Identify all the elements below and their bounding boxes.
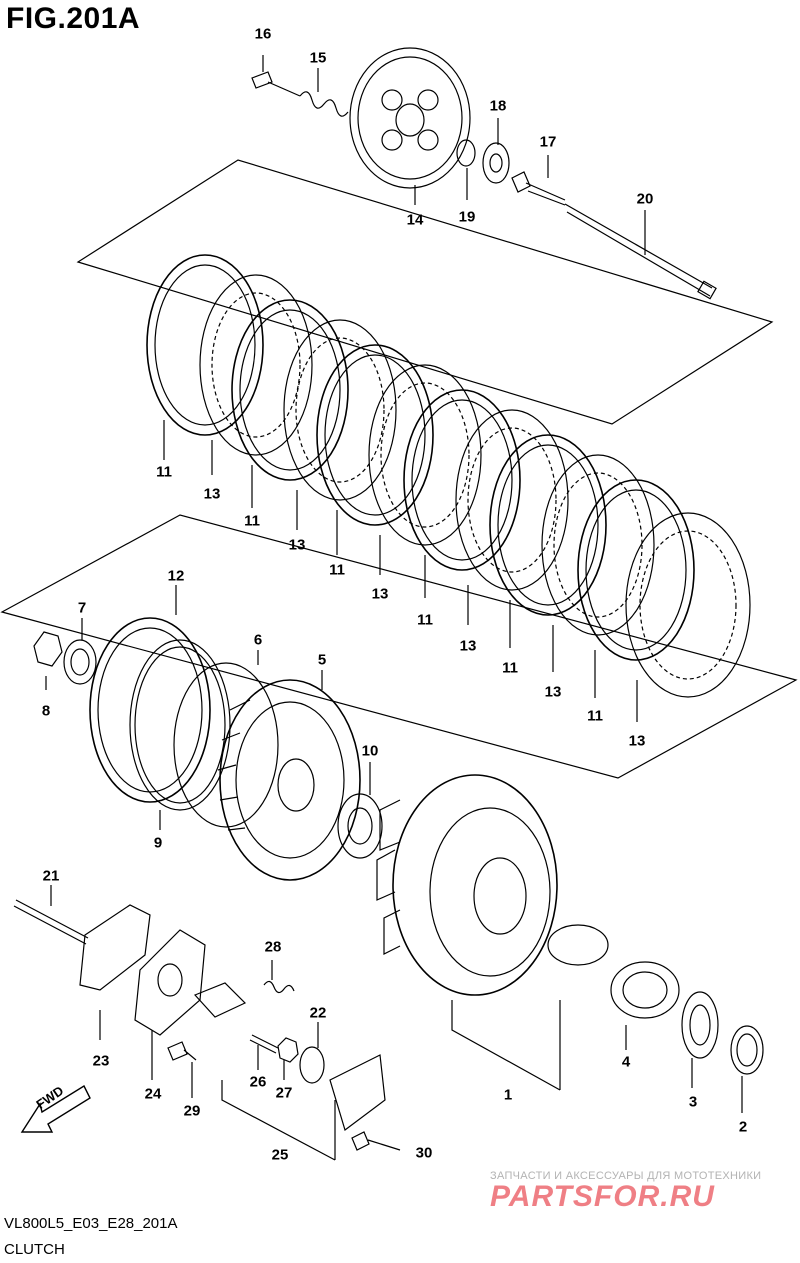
callout-13[interactable]: 13 xyxy=(371,585,389,603)
callout-13[interactable]: 13 xyxy=(459,637,477,655)
callout-12[interactable]: 12 xyxy=(167,567,185,585)
screw-26-drawing xyxy=(249,1034,279,1054)
callout-18[interactable]: 18 xyxy=(489,97,507,115)
callout-14[interactable]: 14 xyxy=(406,211,424,229)
ring-2-drawing xyxy=(730,1025,764,1075)
figure-title: FIG.201A xyxy=(6,2,141,35)
spring-washer-9-drawing xyxy=(129,639,231,811)
spacer-drawing xyxy=(547,924,609,966)
bolt-16-drawing xyxy=(251,71,301,97)
callout-2[interactable]: 2 xyxy=(738,1118,748,1136)
callout-13[interactable]: 13 xyxy=(288,536,306,554)
callout-22[interactable]: 22 xyxy=(309,1004,327,1022)
spring-28-drawing xyxy=(263,980,295,994)
callout-1[interactable]: 1 xyxy=(503,1086,513,1104)
pressure-plate-drawing xyxy=(349,47,471,189)
clutch-housing-1-drawing xyxy=(376,774,558,996)
release-cam-drawing xyxy=(193,982,247,1018)
watermark-logo: PARTSFOR.RU xyxy=(490,1180,715,1213)
bearing-22-drawing xyxy=(299,1046,325,1084)
callout-23[interactable]: 23 xyxy=(92,1052,110,1070)
washer-3-drawing xyxy=(681,991,719,1059)
bolt-29-drawing xyxy=(167,1041,197,1061)
callout-19[interactable]: 19 xyxy=(458,208,476,226)
callout-8[interactable]: 8 xyxy=(41,702,51,720)
callout-10[interactable]: 10 xyxy=(361,742,379,760)
callout-11[interactable]: 11 xyxy=(329,561,345,579)
pin-21-drawing xyxy=(13,899,89,945)
push-rod-20-drawing xyxy=(564,203,713,297)
callout-4[interactable]: 4 xyxy=(621,1053,631,1071)
housing-leader-1 xyxy=(451,1000,561,1091)
gasket-24-drawing xyxy=(134,929,206,1036)
callout-11[interactable]: 11 xyxy=(417,611,433,629)
plate-23-drawing xyxy=(79,904,151,991)
callout-11[interactable]: 11 xyxy=(156,463,172,481)
bearing-18-drawing xyxy=(482,142,510,184)
callout-13[interactable]: 13 xyxy=(544,683,562,701)
callout-11[interactable]: 11 xyxy=(502,659,518,677)
plate-group-frame-lower xyxy=(0,514,798,779)
callout-25[interactable]: 25 xyxy=(271,1146,289,1164)
callout-3[interactable]: 3 xyxy=(688,1093,698,1111)
plate-group-frame-upper xyxy=(76,159,774,425)
callout-15[interactable]: 15 xyxy=(309,49,327,67)
model-code: VL800L5_E03_E28_201A xyxy=(4,1215,178,1232)
callout-29[interactable]: 29 xyxy=(183,1102,201,1120)
callout-27[interactable]: 27 xyxy=(275,1084,293,1102)
washer-19-drawing xyxy=(456,139,476,167)
callout-26[interactable]: 26 xyxy=(249,1073,267,1091)
drive-plate-12-drawing xyxy=(89,617,211,803)
callout-17[interactable]: 17 xyxy=(539,133,557,151)
bracket-25-leader xyxy=(221,1080,336,1161)
bolt-30-drawing xyxy=(351,1131,401,1151)
section-name: CLUTCH xyxy=(4,1241,65,1258)
callout-28[interactable]: 28 xyxy=(264,938,282,956)
callout-21[interactable]: 21 xyxy=(42,867,60,885)
release-arm-drawing xyxy=(329,1054,386,1131)
callout-13[interactable]: 13 xyxy=(203,485,221,503)
sleeve-hub-5-drawing xyxy=(217,679,361,881)
callout-13[interactable]: 13 xyxy=(628,732,646,750)
needle-bearing-4-drawing xyxy=(610,961,680,1019)
spring-15-drawing xyxy=(299,91,349,117)
callout-6[interactable]: 6 xyxy=(253,631,263,649)
fwd-arrow-icon xyxy=(20,1085,91,1133)
callout-5[interactable]: 5 xyxy=(317,651,327,669)
nut-8-drawing xyxy=(33,631,63,667)
callout-24[interactable]: 24 xyxy=(144,1085,162,1103)
nut-27-drawing xyxy=(277,1037,299,1063)
callout-30[interactable]: 30 xyxy=(415,1144,433,1162)
push-piece-17-drawing xyxy=(511,171,566,206)
plate-stack-upper xyxy=(146,254,751,698)
washer-7-drawing xyxy=(63,639,97,685)
seat-6-drawing xyxy=(173,662,279,828)
callout-11[interactable]: 11 xyxy=(587,707,603,725)
callout-9[interactable]: 9 xyxy=(153,834,163,852)
callout-11[interactable]: 11 xyxy=(244,512,260,530)
callout-20[interactable]: 20 xyxy=(636,190,654,208)
callout-16[interactable]: 16 xyxy=(254,25,272,43)
watermark-tagline: ЗАПЧАСТИ И АКСЕССУАРЫ ДЛЯ МОТОТЕХНИКИ xyxy=(490,1170,762,1182)
callout-7[interactable]: 7 xyxy=(77,599,87,617)
thrust-washer-10-drawing xyxy=(337,793,383,859)
